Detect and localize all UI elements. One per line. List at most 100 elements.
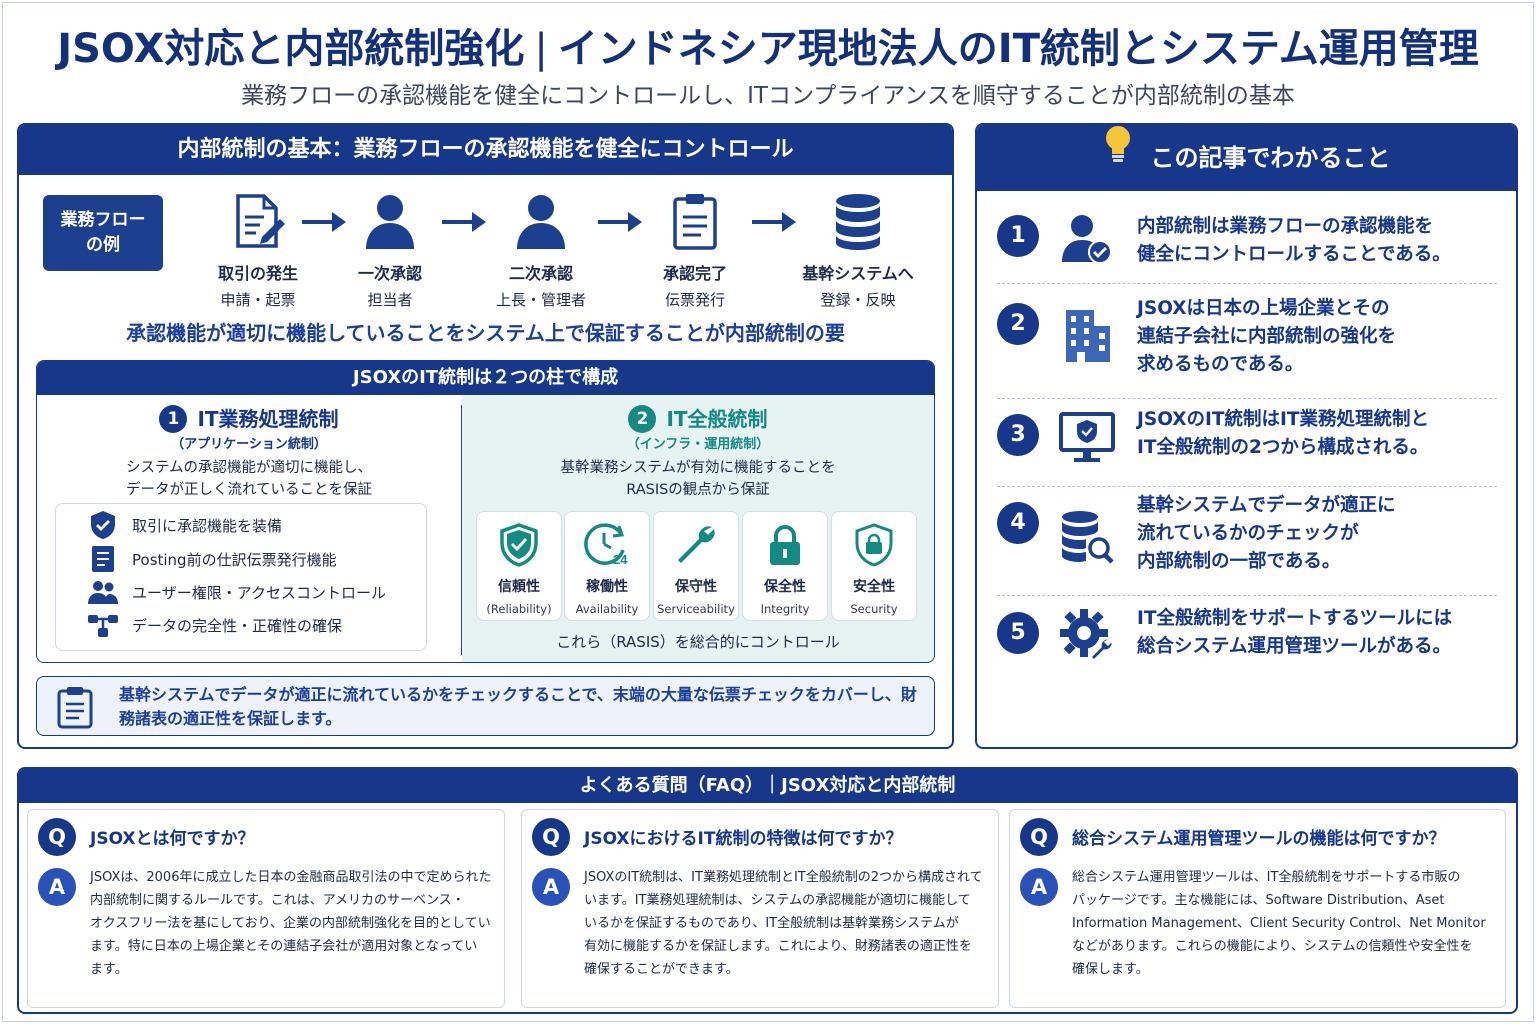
rasis-jp: 保全性 (764, 579, 806, 595)
summary-point-3: 3 JSOXのIT統制はIT業務処理統制と IT全般統制の2つから構成される。 (997, 409, 1497, 484)
faq-panel: よくある質問（FAQ）｜JSOX対応と内部統制 Q JSOXとは何ですか？ A … (17, 767, 1518, 1014)
divider (997, 595, 1497, 596)
point-number: 3 (997, 414, 1039, 456)
rasis-jp: 稼働性 (586, 579, 628, 595)
answer-line: 確保します。 (1072, 962, 1149, 977)
rasis-en: Availability (575, 602, 639, 616)
point-number: 1 (997, 215, 1039, 257)
database-search-icon (1057, 508, 1117, 568)
list-item: Posting前の仕訳伝票発行機能 (86, 544, 337, 574)
pillars-header: JSOXのIT統制は２つの柱で構成 (37, 361, 934, 395)
pillar-divider (461, 405, 462, 655)
point-line: 基幹システムでデータが適正に (1137, 495, 1396, 516)
arrow-right-icon (598, 212, 642, 232)
rasis-en: Integrity (760, 602, 810, 616)
summary-point-2: 2 JSOXは日本の上場企業とその 連結子会社に内部統制の強化を 求めるものであ… (997, 298, 1497, 393)
rasis-jp: 信頼性 (498, 579, 540, 595)
building-icon (1057, 305, 1117, 365)
list-item-label: Posting前の仕訳伝票発行機能 (132, 550, 337, 569)
answer-line: などがあります。これらの機能により、システムの信頼性や安全性を (1072, 939, 1473, 954)
list-item: データの完全性・正確性の確保 (86, 610, 342, 640)
summary-header-text: この記事でわかること (1150, 144, 1391, 172)
list-item-label: データの完全性・正確性の確保 (132, 616, 343, 635)
gear-wrench-icon (1057, 604, 1117, 664)
flow-example-label: 業務フロー の例 (43, 195, 163, 271)
flow-step-4-title: 承認完了 (662, 264, 727, 283)
bottom-note-text: 基幹システムでデータが適正に流れているかをチェックすることで、末端の大量な伝票チ… (119, 685, 917, 728)
document-list-icon (86, 545, 120, 573)
application-control-list: 取引に承認機能を装備 Posting前の仕訳伝票発行機能 ユーザー権限・アクセス… (55, 503, 427, 651)
point-line: JSOXは日本の上場企業とその (1137, 298, 1390, 319)
key-message: 承認機能が適切に機能していることをシステム上で保証することが内部統制の要 (126, 321, 845, 345)
rasis-jp: 保守性 (675, 579, 717, 595)
clock-24-icon: 24 (565, 518, 649, 572)
flow-step-1-sub: 申請・起票 (220, 291, 296, 309)
internal-control-header: 内部統制の基本：業務フローの承認機能を健全にコントロール (19, 125, 952, 175)
faq-item-2: Q JSOXにおけるIT統制の特徴は何ですか？ A JSOXのIT統制は、IT業… (521, 809, 999, 1008)
point-line: IT全般統制の2つから構成される。 (1137, 437, 1429, 458)
faq-answer: JSOXは、2006年に成立した日本の金融商品取引法の中で定められた 内部統制に… (90, 866, 500, 981)
divider (997, 398, 1497, 399)
faq-question: 総合システム運用管理ツールの機能は何ですか？ (1072, 829, 1446, 849)
summary-panel: この記事でわかること 1 内部統制は業務フローの承認機能を 健全にコントロールす… (975, 123, 1518, 749)
point-line: IT全般統制をサポートするツールには (1137, 608, 1453, 629)
data-flow-icon (86, 611, 120, 639)
question-badge: Q (1020, 818, 1058, 856)
internal-control-panel: 内部統制の基本：業務フローの承認機能を健全にコントロール 業務フロー の例 取引… (17, 123, 954, 749)
clipboard-icon (620, 190, 770, 252)
wrench-icon (654, 518, 738, 572)
faq-answer: 総合システム運用管理ツールは、IT全般統制をサポートする市販の パッケージです。… (1072, 866, 1501, 981)
summary-point-5: 5 IT全般統制をサポートするツールには 総合システム運用管理ツールがある。 (997, 608, 1497, 682)
divider (997, 486, 1497, 487)
point-line: 内部統制は業務フローの承認機能を (1137, 216, 1434, 237)
point-text: JSOXのIT統制はIT業務処理統制と IT全般統制の2つから構成される。 (1137, 406, 1429, 462)
bottom-note: 基幹システムでデータが適正に流れているかをチェックすることで、末端の大量な伝票チ… (36, 676, 935, 736)
users-icon (86, 579, 120, 605)
answer-line: 有効に機能するかを保証します。これにより、財務諸表の適正性を (584, 939, 972, 954)
flow-step-5: 基幹システムへ 登録・反映 (783, 190, 933, 310)
faq-header: よくある質問（FAQ）｜JSOX対応と内部統制 (19, 769, 1516, 803)
rasis-en: (Reliability) (486, 602, 552, 616)
flow-example-text: 業務フロー の例 (60, 210, 146, 255)
pillar-2-subtitle: （インフラ・運用統制） (626, 437, 770, 452)
lock-icon (743, 518, 827, 572)
point-line: 内部統制の一部である。 (1137, 551, 1341, 572)
point-line: 求めるものである。 (1137, 354, 1304, 375)
faq-question: JSOXとは何ですか？ (90, 829, 255, 849)
rasis-card-availability: 24 稼働性 Availability (564, 511, 650, 621)
summary-point-1: 1 内部統制は業務フローの承認機能を 健全にコントロールすることである。 (997, 215, 1497, 285)
rasis-en: Serviceability (657, 602, 735, 616)
database-icon (783, 190, 933, 252)
title-right: インドネシア現地法人のIT統制とシステム運用管理 (557, 26, 1479, 72)
faq-item-1: Q JSOXとは何ですか？ A JSOXは、2006年に成立した日本の金融商品取… (27, 809, 505, 1008)
answer-line: 内部統制に関するルールです。これは、アメリカのサーベンス・ (90, 893, 465, 908)
point-number: 5 (997, 612, 1039, 654)
answer-line: JSOXは、2006年に成立した日本の金融商品取引法の中で定められた (90, 870, 492, 885)
pillar-1-title: 1 IT業務処理統制 (37, 403, 461, 433)
pillar-1-title-text: IT業務処理統制 (197, 407, 339, 431)
point-text: 基幹システムでデータが適正に 流れているかのチェックが 内部統制の一部である。 (1137, 492, 1395, 576)
answer-line: 確保することができます。 (584, 962, 739, 977)
rasis-card-serviceability: 保守性 Serviceability (653, 511, 739, 621)
title-left: JSOX対応と内部統制強化 (57, 26, 525, 72)
pillar-1-number: 1 (159, 405, 188, 433)
pillar-2-desc-line1: 基幹業務システムが有効に機能することを (560, 460, 836, 476)
answer-line: Information Management、Client Security C… (1072, 916, 1486, 931)
monitor-shield-icon (1057, 408, 1117, 468)
question-badge: Q (38, 818, 76, 856)
rasis-card-reliability: 信頼性 (Reliability) (476, 511, 562, 621)
pillar-2-description: 基幹業務システムが有効に機能することを RASISの観点から保証 (462, 457, 934, 501)
answer-line: ます。特に日本の上場企業とその連結子会社が適用対象となってい (90, 939, 478, 954)
flow-step-2-title: 一次承認 (357, 264, 422, 283)
answer-line: います。IT業務処理統制は、システムの承認機能が適切に機能して (584, 893, 971, 908)
pillar-2-number: 2 (628, 405, 657, 433)
flow-step-1-title: 取引の発生 (217, 264, 298, 283)
point-text: IT全般統制をサポートするツールには 総合システム運用管理ツールがある。 (1137, 605, 1452, 661)
flow-step-4-sub: 伝票発行 (664, 291, 725, 309)
answer-badge: A (38, 868, 76, 906)
divider (997, 283, 1497, 284)
